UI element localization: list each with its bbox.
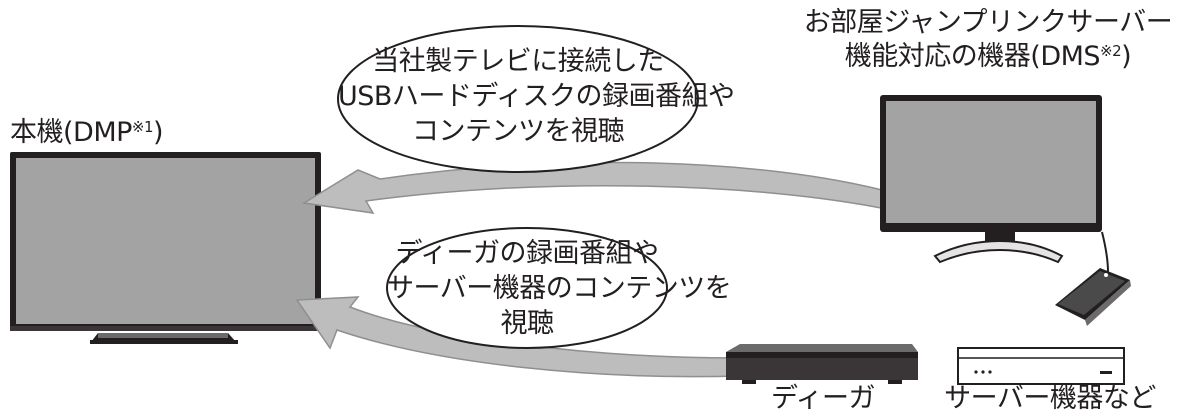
server-device <box>957 347 1125 385</box>
dms-tv <box>880 95 1109 273</box>
bubble-top-shape <box>337 25 699 173</box>
bubble-bottom-shape <box>386 227 668 349</box>
dmp-label-note: ※1 <box>131 118 154 136</box>
bubble-top-line3: コンテンツを視聴 <box>412 116 625 147</box>
dms-label-close: ) <box>1121 41 1132 72</box>
usb-hdd <box>1055 268 1131 326</box>
dmp-tv-stand-base <box>90 340 238 344</box>
dms-label-line2-main: 機能対応の機器(DMS <box>844 41 1101 72</box>
server-label: サーバー機器など <box>944 383 1156 414</box>
bubble-bottom-text: ディーガの録画番組や サーバー機器のコンテンツを 視聴 <box>387 236 732 341</box>
diga-label: ディーガ <box>770 383 876 414</box>
dmp-tv-screen <box>16 158 315 324</box>
bubble-top-line1: 当社製テレビに接続した <box>372 46 664 77</box>
dms-label-note: ※2 <box>1100 42 1122 60</box>
dmp-label-main: 本機(DMP <box>10 117 132 148</box>
bubble-top-text: 当社製テレビに接続した USBハードディスクの録画番組や コンテンツを視聴 <box>338 44 735 149</box>
dmp-tv-stand-top <box>98 333 228 338</box>
dms-label-line1: お部屋ジャンプリンクサーバー <box>803 7 1173 38</box>
bubble-bottom-line1: ディーガの録画番組や <box>395 238 659 269</box>
dms-tv-screen <box>886 101 1096 223</box>
dms-label-line2: 機能対応の機器(DMS※2) <box>796 40 1180 74</box>
usb-cable <box>1101 231 1109 273</box>
bubble-bottom-line3: 視聴 <box>500 308 555 339</box>
bubble-top-line2: USBハードディスクの録画番組や <box>338 81 735 112</box>
dmp-tv-bottom-bar <box>10 326 321 331</box>
dms-tv-stand <box>933 240 1064 264</box>
dms-label: お部屋ジャンプリンクサーバー 機能対応の機器(DMS※2) <box>796 6 1180 74</box>
diga-device <box>726 344 918 384</box>
dmp-label: 本機(DMP※1) <box>10 116 164 150</box>
dmp-tv <box>10 152 321 344</box>
arrow-lower <box>295 296 741 378</box>
arrow-upper <box>301 161 898 214</box>
dmp-label-close: ) <box>153 117 164 148</box>
bubble-bottom-line2: サーバー機器のコンテンツを <box>387 273 732 304</box>
